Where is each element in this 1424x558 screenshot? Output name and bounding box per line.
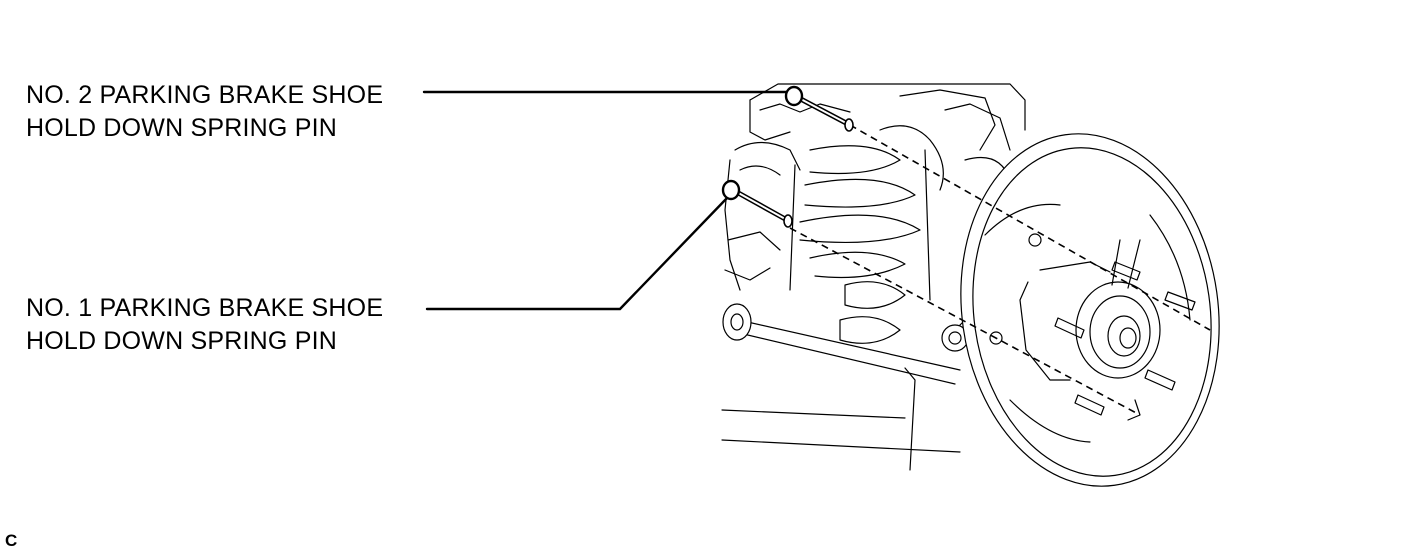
figure-code: C <box>5 531 18 550</box>
callout-no1-line1: NO. 1 PARKING BRAKE SHOE <box>26 294 384 322</box>
alignment-lines <box>789 124 1211 416</box>
hold-down-pin-no1 <box>721 179 793 228</box>
callout-no1-line2: HOLD DOWN SPRING PIN <box>26 327 337 355</box>
callout-no2-line2: HOLD DOWN SPRING PIN <box>26 114 337 142</box>
callout-no2-hold-down-spring-pin: NO. 2 PARKING BRAKE SHOE HOLD DOWN SPRIN… <box>26 79 383 145</box>
callout-no2-line1: NO. 2 PARKING BRAKE SHOE <box>26 81 384 109</box>
leader-line-no1 <box>425 195 730 311</box>
hold-down-pin-no2 <box>784 85 854 132</box>
axle-hub <box>1054 239 1196 416</box>
wheel-studs <box>1054 261 1196 416</box>
callout-no1-hold-down-spring-pin: NO. 1 PARKING BRAKE SHOE HOLD DOWN SPRIN… <box>26 292 383 358</box>
